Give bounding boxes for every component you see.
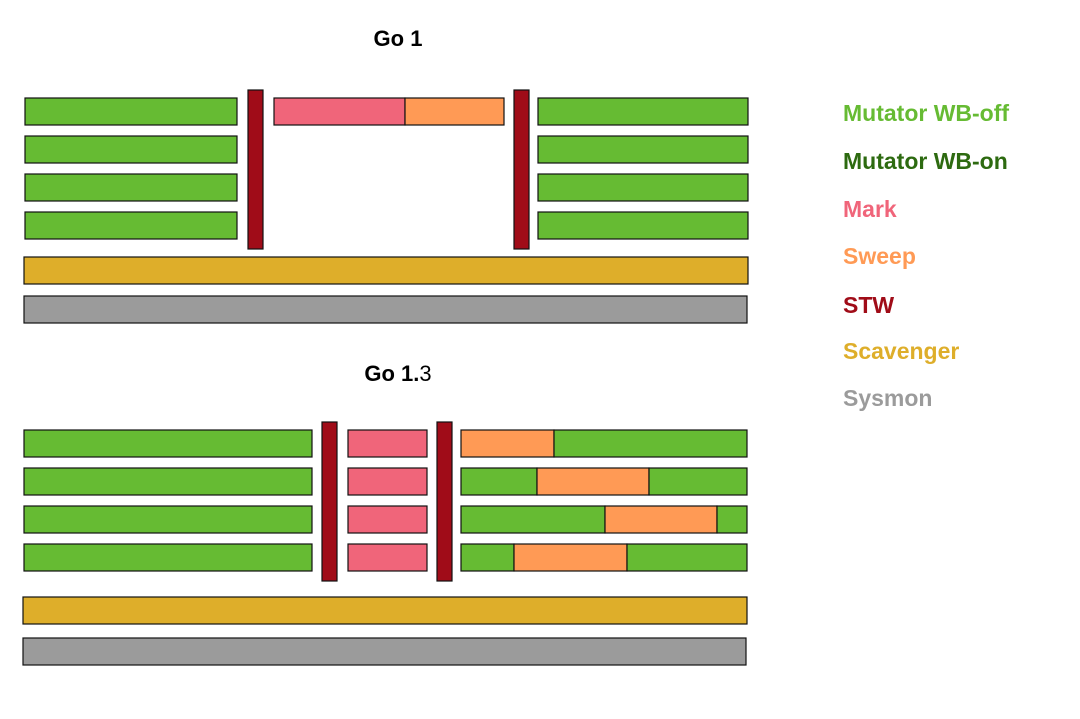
mutator-wb-off-bar xyxy=(24,97,238,126)
diagram-title-go1: Go 1 xyxy=(374,26,423,51)
stw-bar xyxy=(247,89,264,250)
timeline-segments xyxy=(22,89,749,666)
sysmon-bar xyxy=(23,295,748,324)
mutator-wb-off-bar xyxy=(24,211,238,240)
scavenger-bar xyxy=(22,596,748,625)
mutator-wb-off-bar xyxy=(23,505,313,534)
mark-bar xyxy=(347,543,428,572)
mutator-wb-off-bar xyxy=(23,543,313,572)
stw-bar xyxy=(321,421,338,582)
legend-item-sysmon: Sysmon xyxy=(843,385,932,411)
mark-bar xyxy=(347,429,428,458)
mark-bar xyxy=(273,97,406,126)
mutator-wb-off-bar xyxy=(460,543,515,572)
mutator-wb-off-bar xyxy=(626,543,748,572)
stw-bar xyxy=(513,89,530,250)
mutator-wb-off-bar xyxy=(23,429,313,458)
diagram-title-go13: Go 1.3 xyxy=(364,361,431,386)
legend-item-mark: Mark xyxy=(843,196,897,222)
scavenger-bar xyxy=(23,256,749,285)
sweep-bar xyxy=(513,543,628,572)
legend-item-scavenger: Scavenger xyxy=(843,338,959,364)
legend-item-sweep: Sweep xyxy=(843,243,916,269)
mark-bar xyxy=(347,467,428,496)
sweep-bar xyxy=(604,505,718,534)
legend-item-mutator-wb-off: Mutator WB-off xyxy=(843,100,1009,126)
mutator-wb-off-bar xyxy=(537,97,749,126)
legend-item-mutator-wb-on: Mutator WB-on xyxy=(843,148,1008,174)
mutator-wb-off-bar xyxy=(553,429,748,458)
sweep-bar xyxy=(460,429,555,458)
legend-item-stw: STW xyxy=(843,292,894,318)
mutator-wb-off-bar xyxy=(24,173,238,202)
stw-bar xyxy=(436,421,453,582)
sysmon-bar xyxy=(22,637,747,666)
mutator-wb-off-bar xyxy=(460,505,606,534)
sweep-bar xyxy=(404,97,505,126)
mutator-wb-off-bar xyxy=(24,135,238,164)
sweep-bar xyxy=(536,467,650,496)
mutator-wb-off-bar xyxy=(23,467,313,496)
mutator-wb-off-bar xyxy=(537,173,749,202)
mutator-wb-off-bar xyxy=(716,505,748,534)
mutator-wb-off-bar xyxy=(648,467,748,496)
mutator-wb-off-bar xyxy=(537,135,749,164)
mutator-wb-off-bar xyxy=(460,467,538,496)
mark-bar xyxy=(347,505,428,534)
legend: Mutator WB-off Mutator WB-on Mark Sweep … xyxy=(843,100,1009,411)
mutator-wb-off-bar xyxy=(537,211,749,240)
